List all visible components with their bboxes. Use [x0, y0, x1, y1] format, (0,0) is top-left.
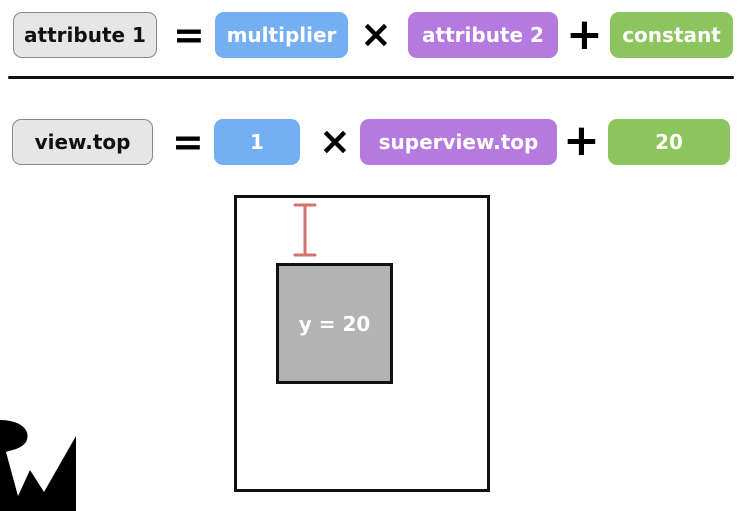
formula-multiplier: multiplier [215, 12, 348, 58]
example-constant: 20 [608, 119, 730, 165]
formula-plus: + [566, 9, 603, 60]
formula-equals: = [173, 13, 205, 57]
example-times: × [319, 119, 351, 163]
spacing-marker-icon [293, 203, 317, 257]
divider [8, 76, 734, 79]
formula-attribute2: attribute 2 [408, 12, 558, 58]
logo-icon [0, 420, 76, 511]
example-plus: + [563, 115, 600, 166]
example-attribute2: superview.top [360, 119, 557, 165]
example-equals: = [172, 120, 204, 164]
formula-constant: constant [610, 12, 733, 58]
superview-box [234, 195, 490, 492]
subview-box: y = 20 [276, 263, 393, 384]
subview-label: y = 20 [298, 311, 371, 336]
formula-times: × [360, 12, 392, 56]
example-attribute1: view.top [12, 119, 153, 165]
example-multiplier: 1 [214, 119, 300, 165]
formula-attribute1: attribute 1 [13, 12, 157, 58]
